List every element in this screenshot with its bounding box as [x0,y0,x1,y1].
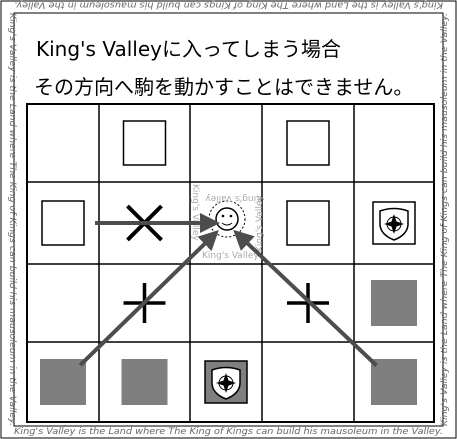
center-ring-text-left: King's Valley [190,184,200,241]
compass-star-icon [384,214,404,234]
move-arrows [78,213,378,367]
board-cell [371,359,417,405]
gray-piece [371,280,417,326]
board-grid [26,103,435,423]
board-cell [122,120,167,166]
gray-piece [121,359,168,405]
empty-square-marker [286,120,330,166]
center-ring-text-top: King's Valley [205,193,262,203]
empty-square-marker [122,120,167,166]
caption-line-2: その方向へ駒を動かすことはできません。 [34,75,413,99]
center-ring-text-right: King's Valley [255,195,265,252]
empty-square-marker [41,200,85,246]
kings-valley-emblem: King's Valley King's Valley King's Valle… [190,184,265,261]
border-text-bottom: King's Valley is the Land where The King… [14,427,443,437]
border-text-right: King's Valley is the Land where The King… [440,13,450,426]
arrow-left [78,229,219,367]
board-cell [204,360,248,404]
border-text-left: King's Valley is the Land where The King… [7,13,17,426]
border-text-top: King's Valley is the Land where The King… [14,0,443,10]
sun-icon [215,207,239,231]
board-cell [286,200,330,246]
gray-piece [40,359,86,405]
board-cell [372,201,416,245]
compass-star-icon [216,373,236,393]
sun-face-eye-right [229,214,233,218]
board-outline [26,103,435,423]
arrow-right [233,229,378,367]
sun-face-mouth [221,222,233,226]
board-cells [40,120,417,405]
sun-face-eye-left [221,214,225,218]
gray-piece [371,359,417,405]
board-cell [286,120,330,166]
center-ring-text-bottom: King's Valley [202,251,259,261]
board-cell [371,280,417,326]
empty-square-marker [286,200,330,246]
board-cell [40,359,86,405]
board-cell [121,359,168,405]
board-cell [41,200,85,246]
caption-line-1: King's Valleyに入ってしまう場合 [36,37,341,61]
